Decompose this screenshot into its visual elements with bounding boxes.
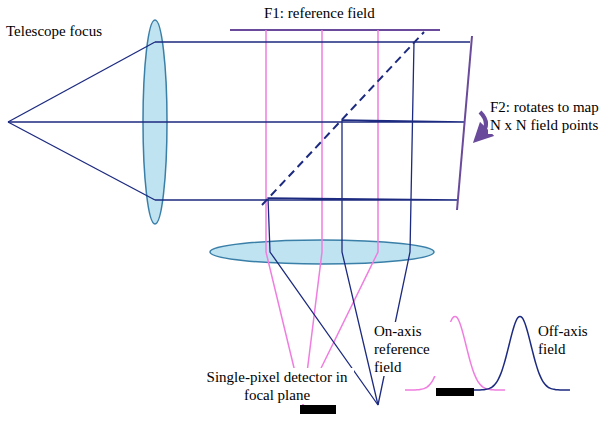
- detector-extent: [436, 388, 474, 396]
- telescope-focus-label: Telescope focus: [4, 22, 104, 40]
- telescope-rays: [8, 42, 470, 405]
- rotation-arrow: [480, 112, 486, 136]
- beam-splitter: [262, 32, 424, 205]
- steering-mirror: [457, 36, 472, 210]
- detector: [300, 405, 336, 414]
- reference-rays: [266, 30, 378, 405]
- mirror-label: F2: rotates to map N x N field points: [488, 98, 604, 134]
- detector-label: Single-pixel detector in focal plane: [200, 368, 354, 404]
- reference-field-label: F1: reference field: [262, 4, 377, 22]
- offaxis-label: Off-axis field: [536, 322, 600, 358]
- onaxis-label: On-axis reference field: [372, 322, 456, 376]
- reference-field-plane: [230, 29, 440, 31]
